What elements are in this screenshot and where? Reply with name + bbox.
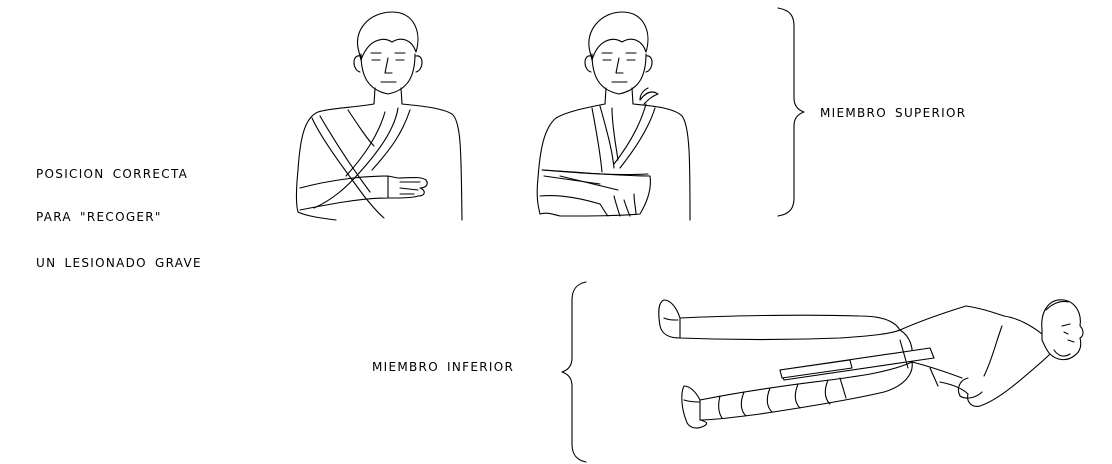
lower-limb-splinted-lying-figure (659, 300, 1083, 428)
upper-limb-brace (778, 8, 804, 216)
lower-limb-brace (562, 282, 586, 462)
upper-limb-triangular-bandage-figure (537, 12, 690, 220)
upper-limb-sling-figure (297, 12, 463, 220)
